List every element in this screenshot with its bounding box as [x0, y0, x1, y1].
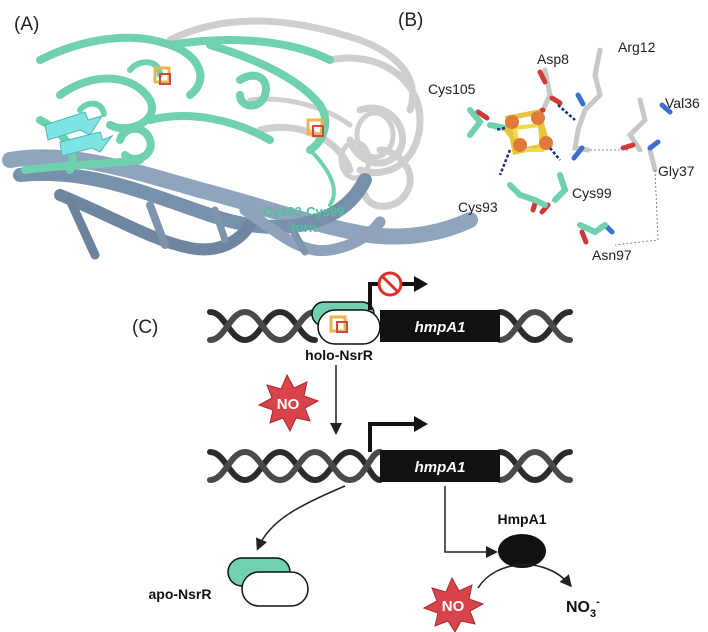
- turn-label-line2: turn: [291, 220, 316, 235]
- no-star-2: NO: [422, 576, 485, 632]
- hmpa1-gene-label-bottom: hmpA1: [415, 459, 466, 476]
- hmpa1-gene-box-bottom: [380, 450, 500, 482]
- hmpa1-gene-box-top: [380, 310, 500, 342]
- grey-residue-sticks: [540, 47, 658, 173]
- nitrate-product: NO3-: [566, 596, 600, 620]
- dna-helix: [2, 149, 478, 260]
- iron-sulfur-cluster-a2: [306, 118, 324, 137]
- residue-cys93: Cys93: [458, 199, 498, 215]
- iron-sulfur-cluster-a1: [153, 66, 171, 85]
- inhibition-icon: [377, 271, 403, 297]
- hmpa1-enzyme: [498, 534, 546, 568]
- panel-a-label: (A): [14, 14, 39, 35]
- hmpa1-enzyme-label: HmpA1: [497, 511, 546, 527]
- residue-val36: Val36: [665, 95, 700, 111]
- no-star-1: NO: [257, 373, 320, 433]
- promoter-arrow-bottom: [368, 422, 418, 452]
- residue-asn97: Asn97: [592, 247, 632, 263]
- promoter-arrow-head-bottom: [414, 416, 428, 432]
- beta-strands: [44, 111, 114, 157]
- nitrate-superscript: -: [596, 596, 600, 608]
- release-arrow: [256, 485, 346, 551]
- hmpa1-gene-label-top: hmpA1: [415, 319, 466, 336]
- no-label-1: NO: [277, 396, 300, 413]
- apo-nsrr: [227, 557, 309, 607]
- iron-sulfur-cluster-b: [503, 109, 553, 155]
- panel-c: (C) hmpA1 holo-NsrR NO: [132, 271, 600, 632]
- red-oxygen-atoms: [475, 69, 636, 245]
- panel-b-label: (B): [398, 10, 423, 31]
- dna-top: [207, 308, 573, 344]
- residue-cys105: Cys105: [428, 81, 476, 97]
- reaction-arrow: [477, 564, 572, 589]
- no-label-2: NO: [442, 598, 465, 615]
- residue-cys99: Cys99: [572, 185, 612, 201]
- panel-c-label: (C): [132, 317, 158, 338]
- turn-label-line1: Cys93-Cys99: [264, 204, 345, 219]
- nitrate-subscript: 3: [590, 608, 596, 620]
- holo-nsrr-label: holo-NsrR: [305, 347, 373, 363]
- dotted-hbonds: [590, 149, 659, 246]
- residue-asp8: Asp8: [537, 51, 569, 67]
- expression-arrow: [444, 486, 498, 558]
- panel-b: (B): [398, 10, 700, 263]
- promoter-arrow-head-top: [414, 276, 428, 292]
- residue-arg12: Arg12: [618, 39, 656, 55]
- dashed-bonds: [494, 104, 576, 176]
- nitrate-base: NO: [566, 599, 590, 616]
- apo-nsrr-label: apo-NsrR: [148, 586, 211, 602]
- holo-nsrr: [311, 301, 381, 345]
- panel-a: (A): [2, 14, 478, 260]
- dna-bottom: [207, 448, 573, 484]
- residue-gly37: Gly37: [658, 163, 695, 179]
